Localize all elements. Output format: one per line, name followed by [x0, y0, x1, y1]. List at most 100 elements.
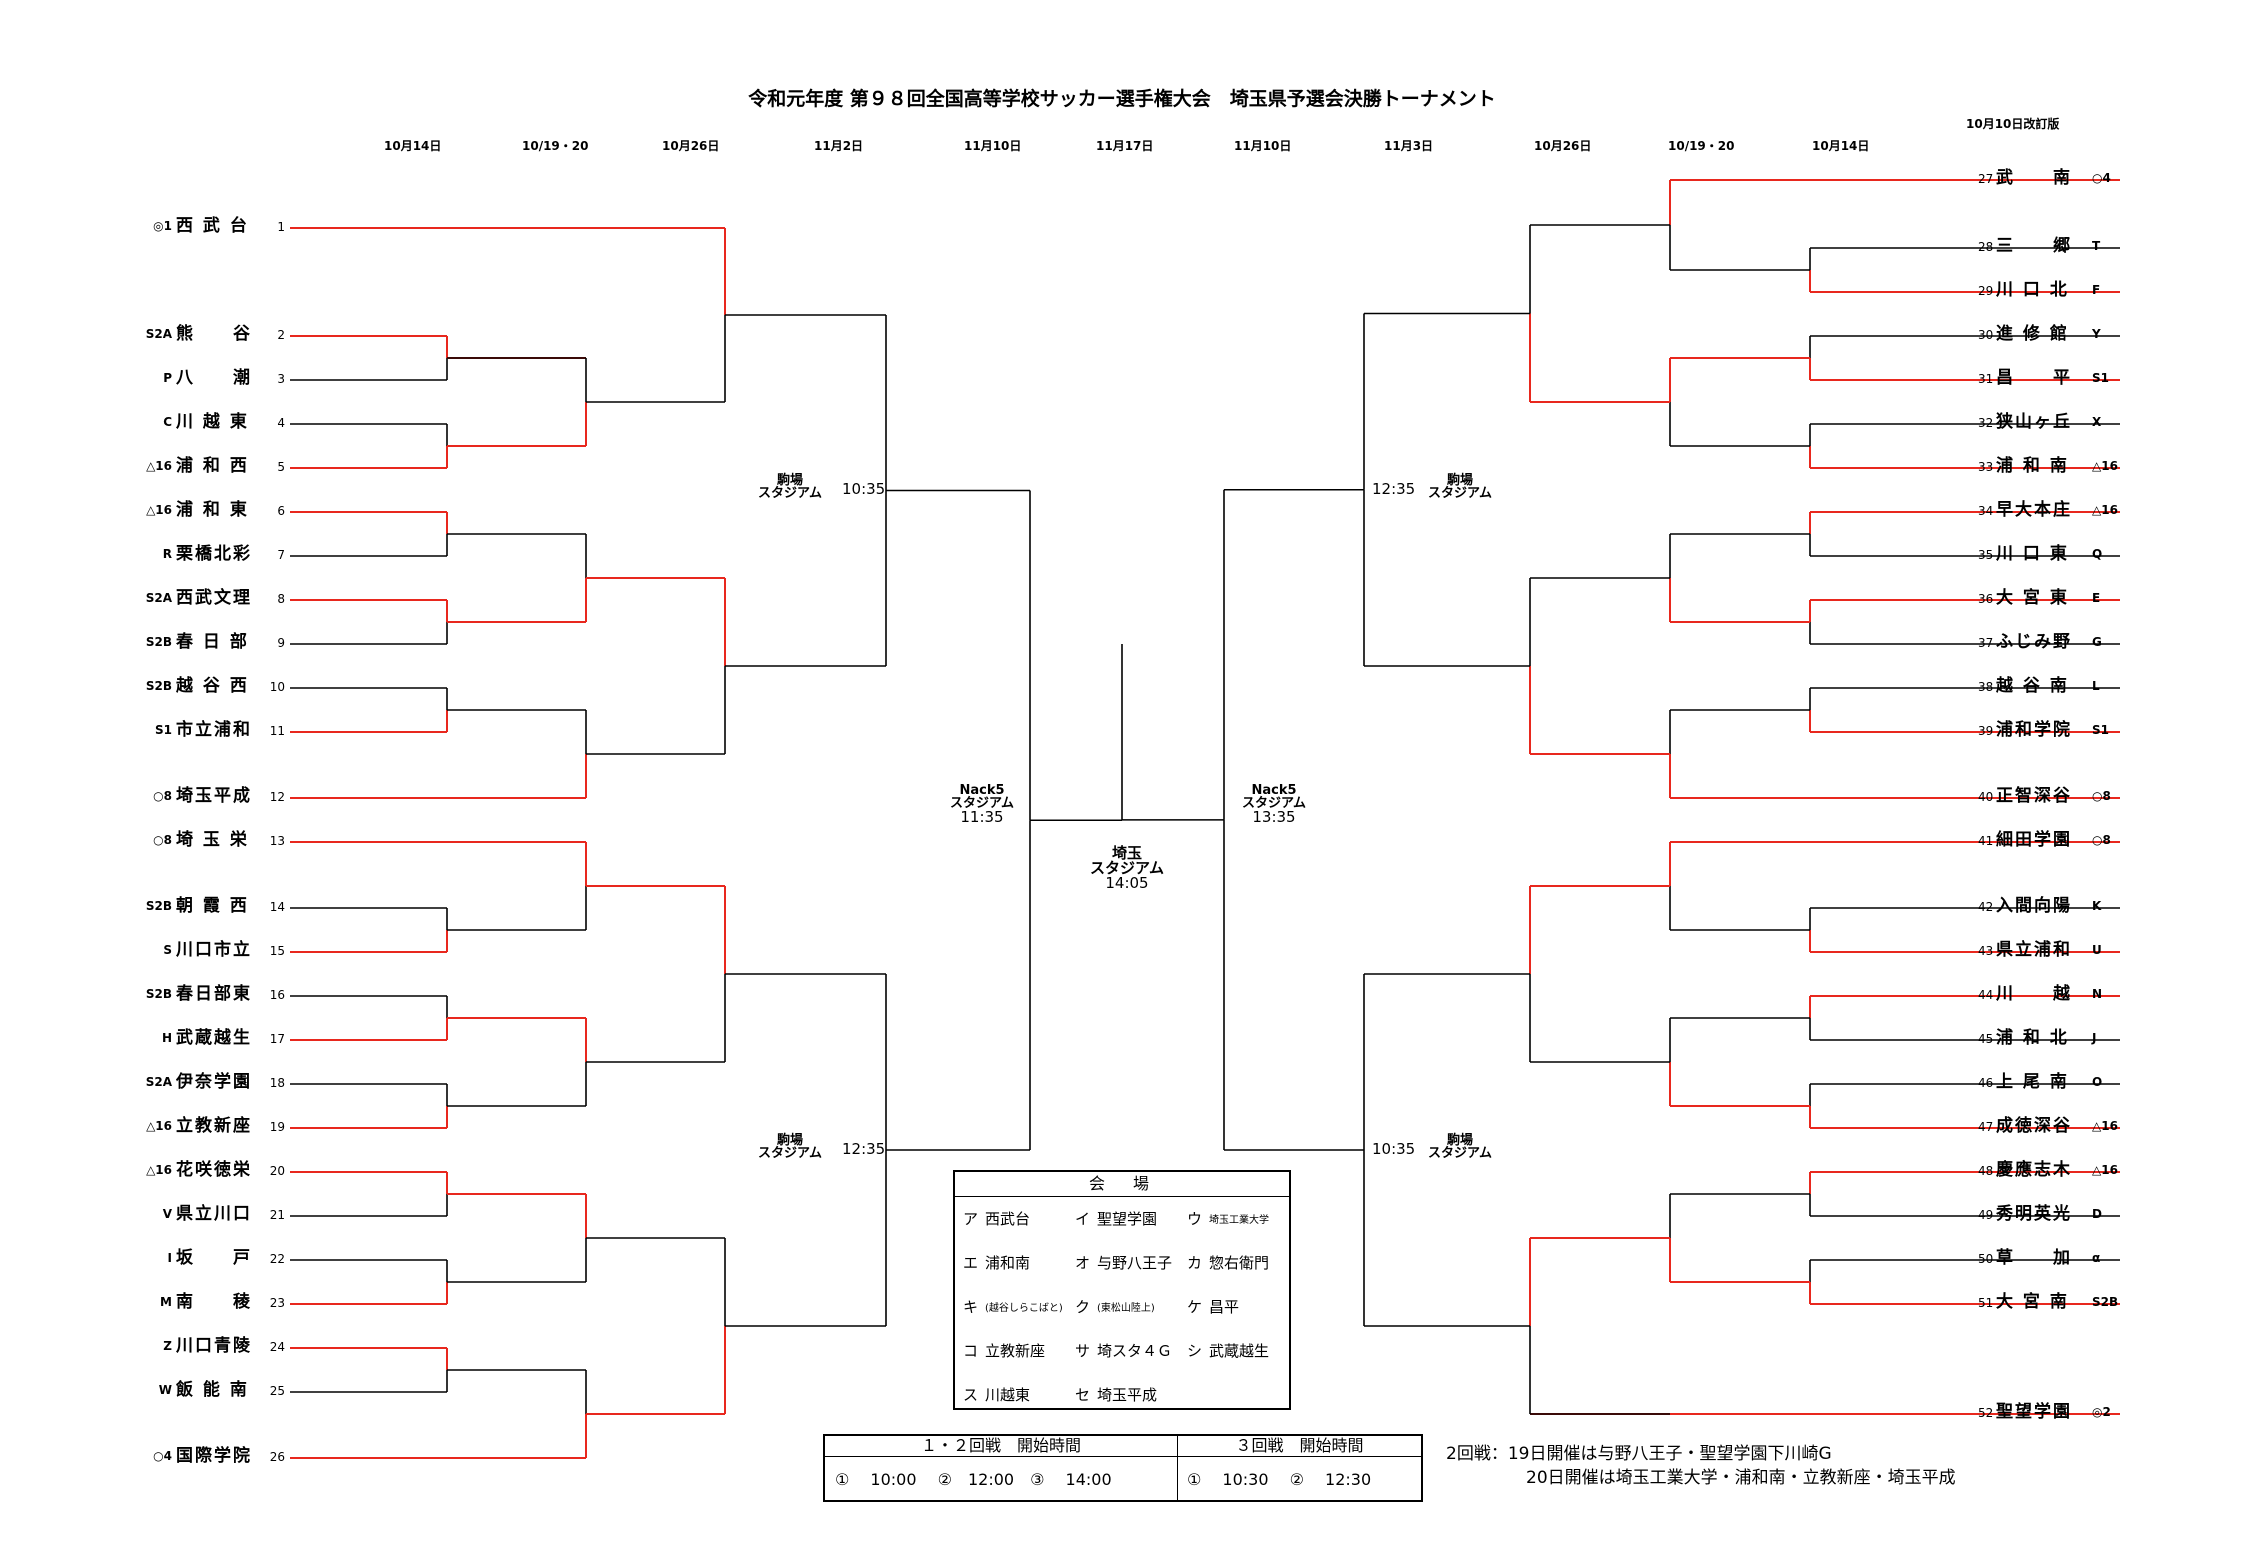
right-team-number: 31 [1978, 372, 1994, 386]
right-team-name: 聖望学園 [1996, 1402, 2072, 1422]
left-team-seed: ◎1 [153, 219, 172, 233]
right-team-number: 47 [1978, 1120, 1994, 1134]
left-team-number: 16 [269, 988, 285, 1002]
left-team-name: 栗橋北彩 [176, 544, 252, 564]
venue-name: 川越東 [985, 1386, 1031, 1404]
venue-code: イ [1075, 1210, 1091, 1228]
right-team-number: 50 [1978, 1252, 1994, 1266]
left-team-seed: R [162, 547, 172, 561]
left-team-name: 春日部東 [176, 984, 252, 1004]
left-team-seed: H [161, 1031, 172, 1045]
left-team-name: 春 日 部 [176, 632, 249, 652]
left-team-number: 12 [269, 790, 285, 804]
final-time: 14:05 [1105, 874, 1149, 892]
right-team-number: 51 [1978, 1296, 1994, 1310]
left-team-seed: △16 [146, 1163, 172, 1177]
komaba-right-lower-time: 10:35 [1372, 1140, 1416, 1158]
left-team-number: 22 [269, 1252, 285, 1266]
left-team-number: 4 [277, 416, 285, 430]
venue-name: 埼玉工業大学 [1209, 1215, 1269, 1226]
venue-name: 埼スタ４Ｇ [1097, 1342, 1173, 1360]
left-team-number: 19 [269, 1120, 285, 1134]
right-team-seed: Y [2092, 327, 2101, 341]
right-team-name: 草 加 [1996, 1248, 2072, 1268]
right-team-number: 48 [1978, 1164, 1994, 1178]
venue-name: 聖望学園 [1097, 1210, 1158, 1228]
venue-code: キ [963, 1298, 979, 1316]
right-team-number: 28 [1978, 240, 1994, 254]
date-header-r4-right: 11月3日 [1384, 139, 1434, 153]
left-team-number: 10 [269, 680, 285, 694]
left-team-name: 南 稜 [176, 1292, 252, 1312]
right-team-number: 38 [1978, 680, 1994, 694]
left-team-name: 立教新座 [176, 1116, 252, 1136]
right-team-name: 上 尾 南 [1996, 1072, 2069, 1092]
venue-name: (東松山陸上) [1097, 1303, 1155, 1314]
venue-legend-title: 会 場 [955, 1172, 1289, 1197]
left-team-number: 20 [269, 1164, 285, 1178]
right-team-name: 進 修 館 [1996, 324, 2069, 344]
right-team-number: 35 [1978, 548, 1994, 562]
right-team-seed: N [2092, 987, 2103, 1001]
left-team-name: 熊 谷 [176, 324, 252, 344]
page-title: 令和元年度 第９８回全国高等学校サッカー選手権大会 埼玉県予選会決勝トーナメント [748, 88, 1496, 110]
left-team-name: 浦 和 東 [176, 500, 249, 520]
right-team-seed: L [2092, 679, 2100, 693]
right-team-seed: F [2092, 283, 2101, 297]
left-team-name: 花咲徳栄 [176, 1160, 252, 1180]
venue-name: (越谷しらこばと) [985, 1303, 1063, 1314]
komaba-stadium-right-upper: 駒場 スタジアム [1427, 473, 1493, 501]
venue-name: 与野八王子 [1097, 1254, 1173, 1272]
right-team-seed: ○4 [2092, 171, 2111, 185]
left-team-number: 8 [277, 592, 285, 606]
right-team-seed: S1 [2092, 371, 2109, 385]
venue-code: カ [1187, 1254, 1203, 1272]
right-team-number: 27 [1978, 172, 1994, 186]
left-team-seed: S [163, 943, 172, 957]
left-team-number: 13 [269, 834, 285, 848]
right-team-seed: △16 [2092, 1119, 2118, 1133]
right-team-name: 早大本庄 [1996, 500, 2072, 520]
date-header-r1-right: 10月14日 [1812, 139, 1870, 153]
date-header-r2-right: 10/19・20 [1668, 139, 1735, 153]
right-team-seed: O [2092, 1075, 2103, 1089]
date-header-r2-left: 10/19・20 [522, 139, 589, 153]
revised-label: 10月10日改訂版 [1966, 117, 2060, 131]
right-team-number: 37 [1978, 636, 1994, 650]
right-team-seed: △16 [2092, 1163, 2118, 1177]
venue-code: サ [1075, 1342, 1091, 1360]
right-team-seed: G [2092, 635, 2102, 649]
right-team-name: 県立浦和 [1996, 940, 2072, 960]
left-team-seed: △16 [146, 459, 172, 473]
date-header-r5-right: 11月10日 [1234, 139, 1292, 153]
right-team-number: 49 [1978, 1208, 1994, 1222]
right-team-name: ふじみ野 [1996, 632, 2072, 652]
venue-code: ウ [1187, 1210, 1203, 1228]
komaba-right-upper-time: 12:35 [1372, 480, 1416, 498]
left-team-name: 埼 玉 栄 [176, 830, 249, 850]
venue-code: ク [1075, 1298, 1091, 1316]
left-team-number: 3 [277, 372, 285, 386]
right-team-number: 43 [1978, 944, 1994, 958]
venue-name: 浦和南 [985, 1254, 1031, 1272]
left-team-seed: S2B [145, 899, 172, 913]
left-team-seed: ○8 [153, 833, 172, 847]
right-team-number: 46 [1978, 1076, 1994, 1090]
left-team-name: 坂 戸 [176, 1248, 252, 1268]
right-team-number: 36 [1978, 592, 1994, 606]
left-team-seed: W [158, 1383, 172, 1397]
note-line-1: 2回戦：19日開催は与野八王子・聖望学園下川崎G [1446, 1444, 1832, 1464]
venue-code: オ [1075, 1254, 1091, 1272]
left-team-number: 21 [269, 1208, 285, 1222]
left-team-name: 越 谷 西 [176, 676, 249, 696]
right-team-name: 武 南 [1996, 168, 2072, 188]
right-team-number: 33 [1978, 460, 1994, 474]
komaba-stadium-right-lower: 駒場 スタジアム [1427, 1133, 1493, 1161]
left-team-seed: S1 [155, 723, 172, 737]
left-team-number: 18 [269, 1076, 285, 1090]
left-team-seed: ○4 [153, 1449, 172, 1463]
right-team-name: 正智深谷 [1996, 786, 2072, 806]
